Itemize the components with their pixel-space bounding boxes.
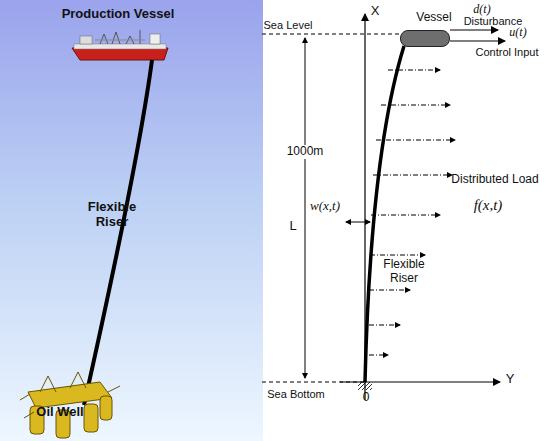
load-arrow [373, 175, 452, 176]
signal-label: u(t) [509, 26, 526, 40]
load-arrow [388, 70, 440, 71]
load-arrow [376, 140, 455, 141]
load-arrow [371, 215, 440, 216]
distributed-load-arrows [369, 70, 455, 355]
oil-well [20, 372, 120, 438]
load-symbol: f(x,t) [474, 197, 503, 214]
vessel-box: Vessel [400, 30, 450, 47]
sea-panel [0, 0, 263, 441]
origin-label: 0 [363, 391, 370, 405]
dimension-value: 1000m [285, 145, 326, 159]
vessel-label: Production Vessel [62, 7, 175, 22]
dimension-symbol: L [289, 219, 296, 234]
sea-level-line [262, 34, 410, 35]
fixed-base [358, 382, 372, 390]
length-dimension [305, 38, 306, 378]
load-arrow [369, 290, 410, 291]
load-arrow [369, 325, 400, 326]
disturbance-arrow [450, 29, 498, 30]
control-arrow [450, 40, 505, 41]
riser-pipe [84, 60, 152, 405]
load-arrow [369, 355, 388, 356]
vessel-label: Vessel [416, 11, 451, 25]
sea-level-label: Sea Level [264, 19, 313, 32]
control-label: Control Input [476, 46, 539, 59]
load-label: Distributed Load [451, 173, 538, 187]
riser-label: Flexible Riser [82, 200, 142, 230]
axis-label: X [371, 4, 380, 19]
deflection-arrow [346, 222, 370, 223]
well-label: Oil Well [36, 405, 83, 420]
production-vessel [72, 30, 168, 60]
load-arrow [381, 105, 450, 106]
axis-label: Y [506, 372, 515, 387]
sea-bottom-label: Sea Bottom [267, 388, 324, 401]
deflection-label: w(x,t) [310, 199, 340, 214]
load-arrow [370, 255, 425, 256]
riser-curve [365, 46, 404, 382]
riser-label: Flexible Riser [380, 258, 428, 286]
